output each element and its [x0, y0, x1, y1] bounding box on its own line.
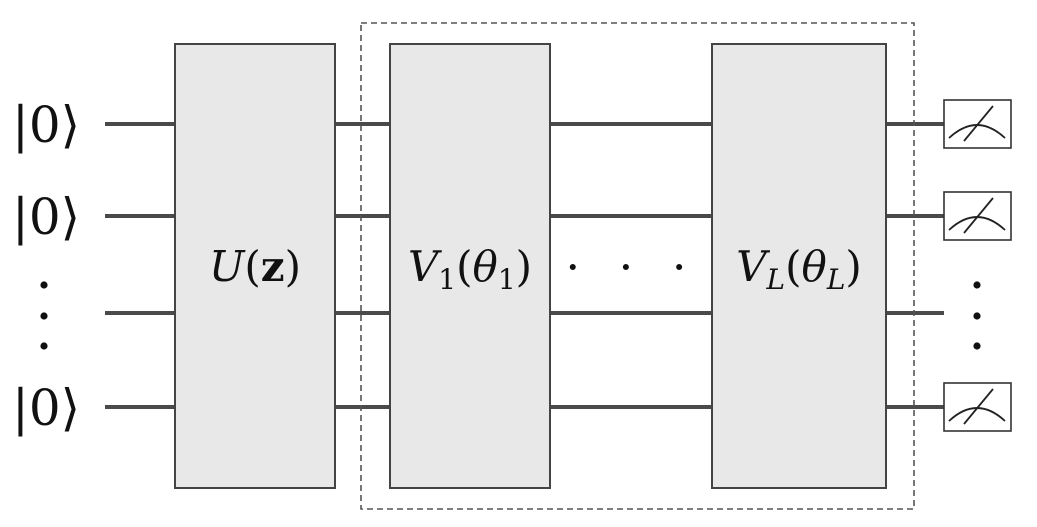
variational-gate-last-label: VL(θL)	[736, 242, 862, 296]
vertical-dots-icon	[40, 281, 48, 350]
input-ket-2: |0⟩	[12, 188, 80, 246]
variational-gate-last: VL(θL)	[711, 43, 887, 489]
input-ket-1: |0⟩	[12, 96, 80, 154]
meter-icon	[943, 191, 1012, 241]
layer-ellipsis: · · ·	[565, 240, 698, 294]
variational-block-frame	[360, 22, 915, 510]
input-ket-4: |0⟩	[12, 379, 80, 437]
encoder-gate: U(z)	[174, 43, 336, 489]
meter-icon	[943, 99, 1012, 149]
variational-gate-first: V1(θ1)	[389, 43, 551, 489]
ellipsis-mask	[585, 250, 680, 290]
vertical-dots-icon	[973, 281, 981, 350]
meter-icon	[943, 382, 1012, 432]
variational-gate-first-label: V1(θ1)	[408, 242, 532, 296]
encoder-gate-label: U(z)	[209, 242, 301, 291]
